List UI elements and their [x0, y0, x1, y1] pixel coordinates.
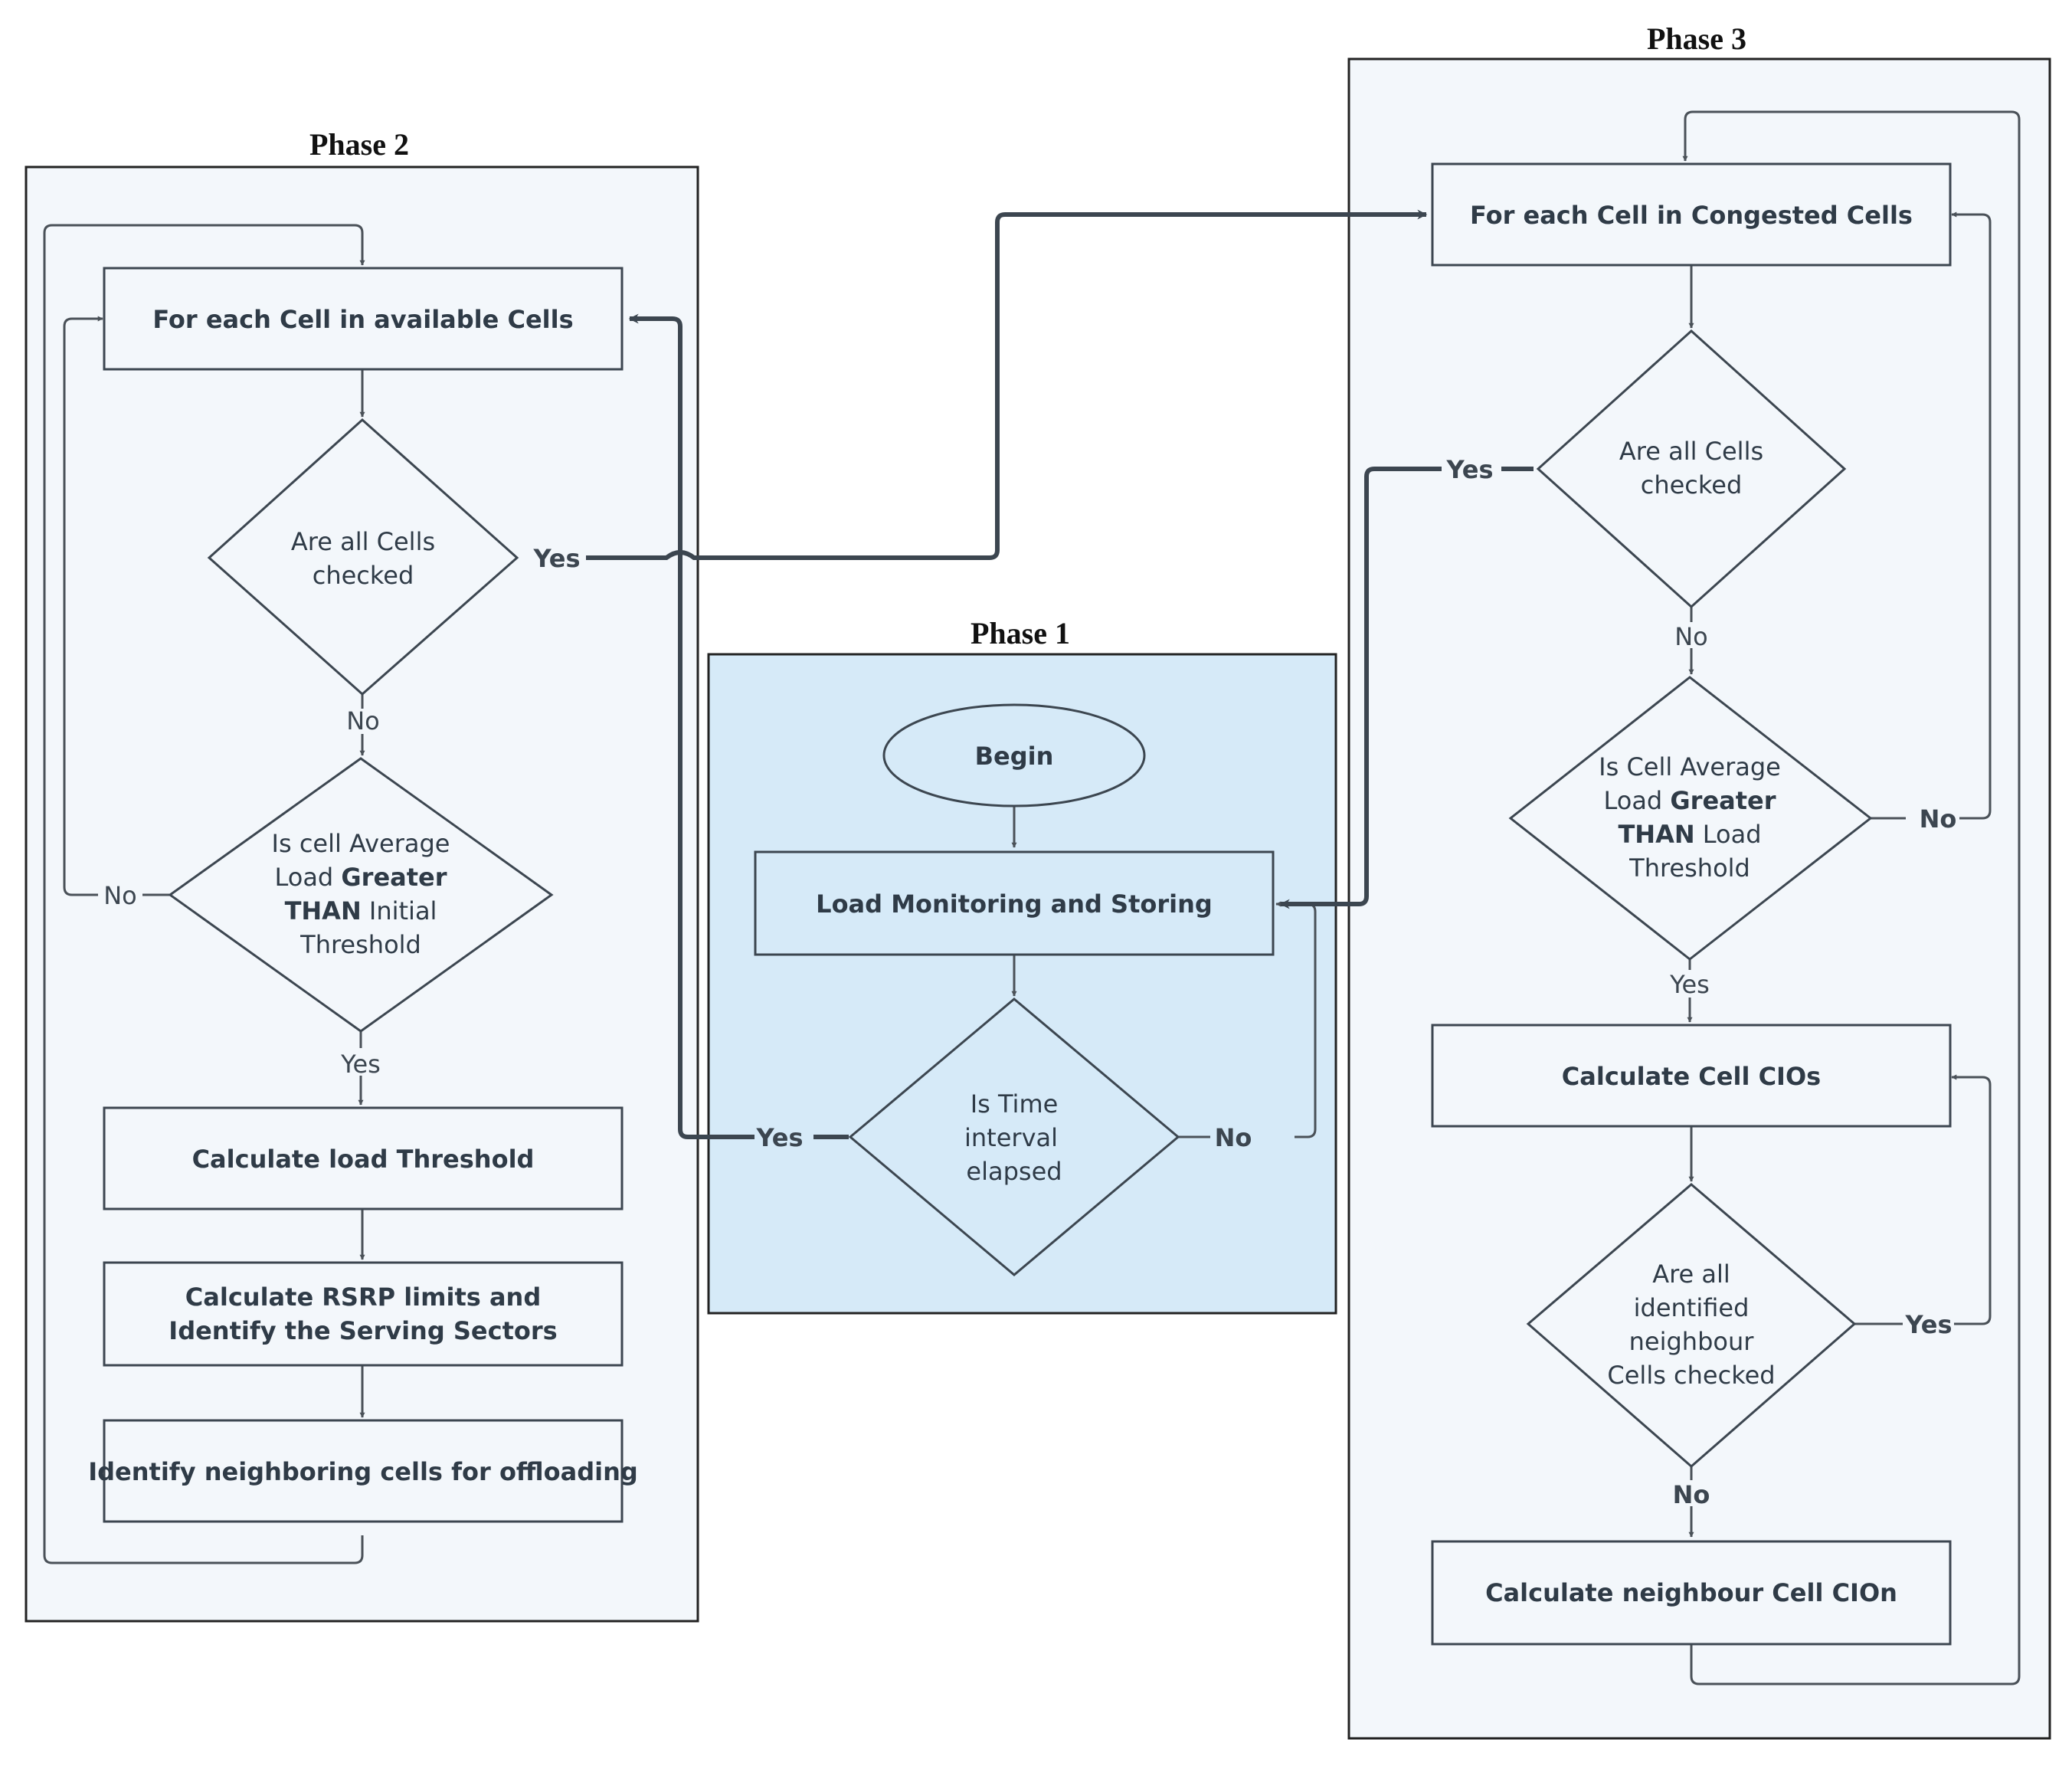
p2-calc-threshold-label: Calculate load Threshold [192, 1145, 535, 1174]
edge-p3-avg-no [1871, 215, 1992, 820]
edge-p1-yes-to-p2-foreach [630, 319, 849, 1139]
phase1-title: Phase 1 [971, 616, 1070, 650]
time-elapsed-line3: elapsed [966, 1157, 1062, 1186]
p3-neighbors-checked-line4: Cells checked [1607, 1361, 1775, 1390]
p2-for-each-label: For each Cell in available Cells [152, 305, 573, 334]
load-monitoring-label: Load Monitoring and Storing [816, 889, 1213, 919]
edge-p3-yes-to-load [1281, 467, 1534, 904]
p2-yes-top-label: Yes [533, 544, 581, 573]
begin-node: Begin [882, 703, 1146, 808]
p2-yes-bottom-label: Yes [340, 1050, 381, 1079]
p3-avg-load-decision: Is Cell Average Load Greater THAN Load T… [1508, 676, 1873, 961]
p3-calc-cion-label: Calculate neighbour Cell CIOn [1485, 1578, 1897, 1607]
p3-all-checked-decision: Are all Cells checked [1536, 329, 1847, 609]
p2-all-checked-decision: Are all Cells checked [207, 418, 519, 696]
p3-yes-right-label: Yes [1905, 1310, 1953, 1339]
p3-calc-cios-node: Calculate Cell CIOs [1431, 1024, 1952, 1128]
cross-phase-connectors [586, 209, 1534, 1139]
p2-rsrp-line2: Identify the Serving Sectors [169, 1316, 557, 1345]
p3-all-checked-line2: checked [1641, 470, 1743, 500]
p3-calc-cios-label: Calculate Cell CIOs [1562, 1062, 1821, 1091]
edge-p2-loop-top [43, 224, 365, 1564]
p3-no-mid-label: No [1674, 622, 1708, 651]
time-elapsed-decision: Is Time interval elapsed [848, 998, 1180, 1276]
time-elapsed-line2: interval [964, 1123, 1058, 1152]
p3-avg-load-line4: Threshold [1628, 853, 1750, 883]
time-elapsed-line1: Is Time [971, 1089, 1059, 1119]
p2-rsrp-line1: Calculate RSRP limits and [185, 1283, 541, 1312]
p3-for-each-node: For each Cell in Congested Cells [1431, 162, 1952, 267]
p3-yes-top-label: Yes [1446, 455, 1494, 484]
p3-neighbors-checked-decision: Are all identified neighbour Cells check… [1526, 1183, 1857, 1468]
p2-avg-load-line4: Threshold [300, 930, 421, 959]
p2-all-checked-line1: Are all Cells [291, 527, 435, 556]
p2-avg-load-line2: Load Greater [274, 863, 447, 892]
edge-p3-cion-loop [1682, 110, 2021, 1685]
p3-no-bottom-label: No [1673, 1480, 1710, 1509]
p3-neighbors-checked-line1: Are all [1652, 1260, 1730, 1289]
p1-no-label: No [1215, 1123, 1252, 1152]
edge-p3-neighbors-yes [1854, 1077, 1992, 1325]
p2-no-mid-label: No [346, 706, 380, 735]
p3-all-checked-line1: Are all Cells [1619, 437, 1763, 466]
p3-avg-load-line1: Is Cell Average [1599, 752, 1781, 781]
p3-avg-load-line2: Load Greater [1603, 786, 1776, 815]
p3-neighbors-checked-line3: neighbour [1629, 1327, 1755, 1356]
p3-calc-cion-node: Calculate neighbour Cell CIOn [1431, 1540, 1952, 1646]
begin-label: Begin [975, 742, 1054, 771]
p2-calc-threshold-node: Calculate load Threshold [103, 1106, 624, 1210]
edge-p2-yes-to-p3-foreach [586, 209, 1428, 560]
p2-all-checked-line2: checked [313, 561, 414, 590]
p3-yes-mid-label: Yes [1669, 970, 1710, 999]
p2-identify-neighbors-label: Identify neighboring cells for offloadin… [88, 1457, 638, 1486]
phase2-title: Phase 2 [309, 127, 409, 162]
p2-for-each-node: For each Cell in available Cells [103, 267, 624, 371]
p2-avg-load-line3: THAN Initial [285, 896, 437, 925]
load-monitoring-node: Load Monitoring and Storing [754, 850, 1275, 956]
p3-for-each-label: For each Cell in Congested Cells [1470, 201, 1913, 230]
p2-identify-neighbors-node: Identify neighboring cells for offloadin… [88, 1419, 638, 1523]
p2-avg-load-line1: Is cell Average [272, 829, 450, 858]
p2-no-left-label: No [103, 881, 137, 910]
edge-p2-avg-no [63, 319, 170, 896]
p3-neighbors-checked-line2: identified [1634, 1293, 1750, 1322]
p1-yes-label: Yes [756, 1123, 804, 1152]
p3-avg-load-line3: THAN Load [1618, 820, 1761, 849]
p3-no-right-label: No [1920, 804, 1957, 834]
phase3-title: Phase 3 [1647, 21, 1746, 56]
connectors [43, 110, 2021, 1685]
p2-avg-load-decision: Is cell Average Load Greater THAN Initia… [168, 757, 554, 1033]
p2-rsrp-node: Calculate RSRP limits and Identify the S… [103, 1261, 624, 1367]
